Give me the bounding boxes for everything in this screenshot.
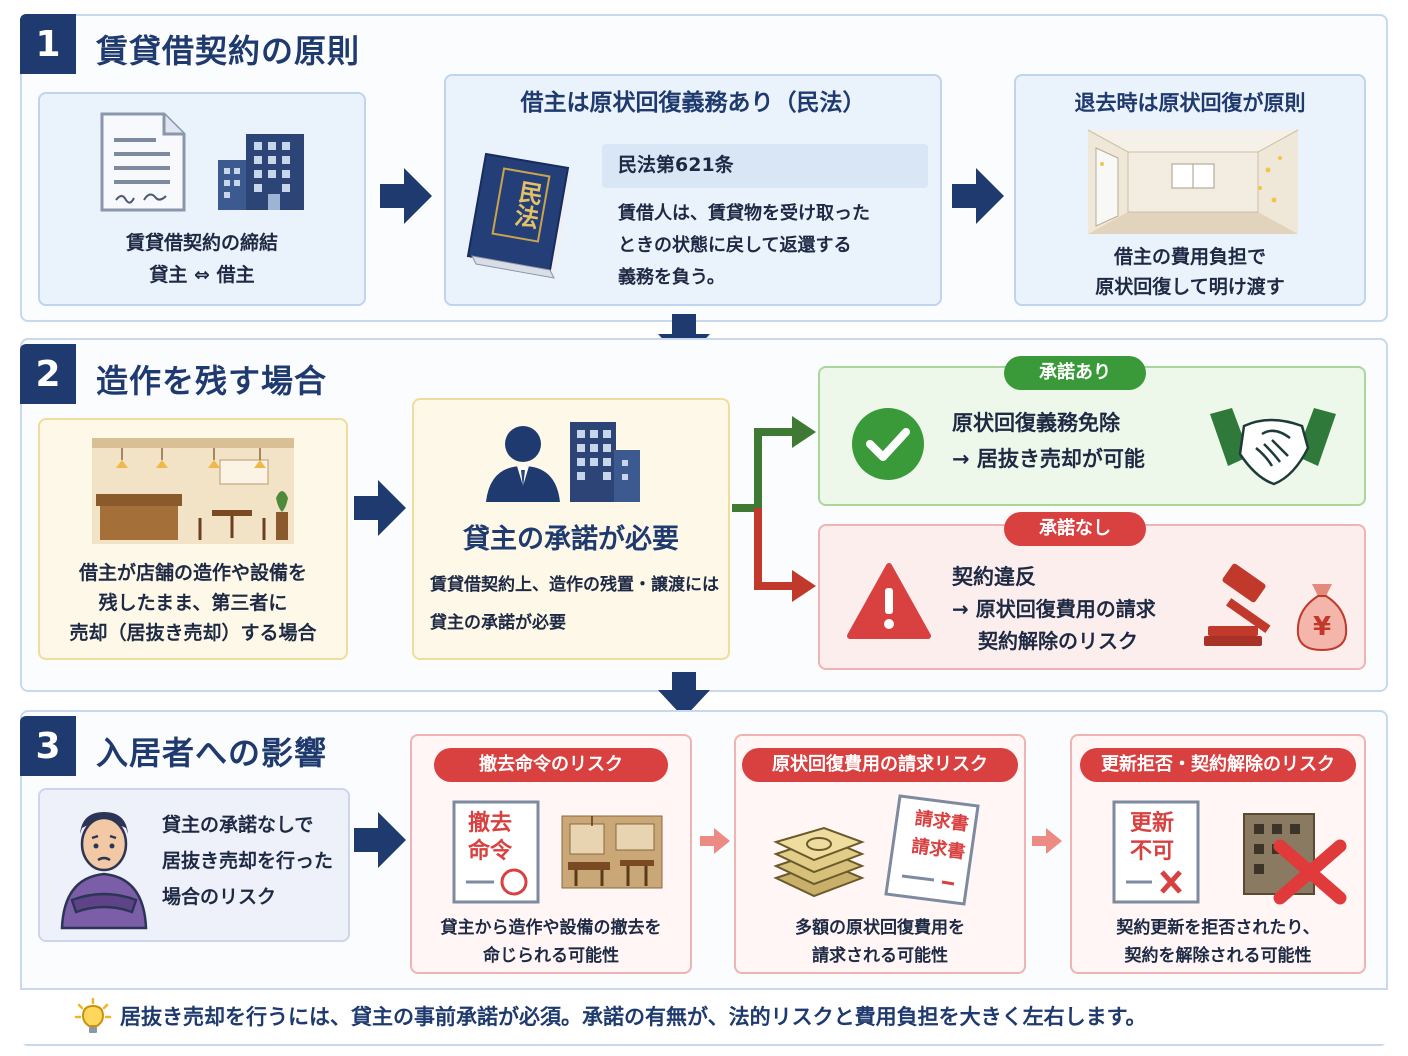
empty-room-icon: [1087, 129, 1299, 234]
section-title: 造作を残す場合: [96, 362, 328, 400]
contract-card: 賃貸借契約の締結 貸主 ⇔ 借主: [38, 92, 366, 306]
fixtures-text-1: 借主が店舗の造作や設備を: [78, 562, 307, 584]
removal-order-document-icon: [452, 800, 540, 904]
risk-text-1: 契約更新を拒否されたり、: [1116, 918, 1320, 938]
section-number: 3: [20, 716, 76, 776]
card-title: 退去時は原状回復が原則: [1074, 91, 1306, 115]
article-box: 民法第621条: [602, 144, 928, 188]
document-icon: [100, 112, 186, 212]
section-number: 1: [20, 14, 76, 74]
consent-text-1: 賃貸借契約上、造作の残置・譲渡には: [430, 575, 719, 595]
tenant-card: 貸主の承諾なしで 居抜き売却を行った 場合のリスク: [38, 788, 350, 942]
arrow-right-icon: [354, 812, 406, 868]
warning-icon: [847, 563, 931, 639]
landlord-person-icon: [486, 426, 560, 502]
cost-claim-risk-badge: 原状回復費用の請求リスク: [742, 748, 1018, 782]
denied-text-2: → 原状回復費用の請求: [952, 597, 1156, 621]
move-out-text-2: 原状回復して明け渡す: [1095, 276, 1285, 298]
approved-text-2: → 居抜き売却が可能: [952, 447, 1145, 471]
section-title: 入居者への影響: [96, 734, 328, 772]
article-text-2: ときの状態に戻して返還する: [618, 235, 852, 256]
section-title: 賃貸借契約の原則: [96, 32, 361, 70]
tenant-text-2: 居抜き売却を行った: [162, 850, 334, 872]
arrow-right-icon: [354, 480, 406, 536]
closed-building-icon: [1243, 813, 1347, 905]
arrow-right-icon: [1032, 828, 1062, 854]
document-text: 請求書 請求書: [901, 804, 979, 868]
office-building-icon: [570, 422, 640, 502]
article-number: 民法第621条: [618, 154, 734, 176]
denied-card: 契約違反 → 原状回復費用の請求 契約解除のリスク ¥: [818, 524, 1366, 670]
renewal-refused-document-icon: [1112, 800, 1200, 904]
risk-text-2: 請求される可能性: [812, 946, 948, 966]
document-text: 撤去 命令: [468, 810, 512, 866]
card-title: 借主は原状回復義務あり（民法）: [520, 90, 866, 116]
section-number: 2: [20, 344, 76, 404]
consent-text-2: 貸主の承諾が必要: [430, 613, 566, 633]
tenant-text-1: 貸主の承諾なしで: [162, 814, 314, 836]
contract-label: 賃貸借契約の締結: [125, 232, 278, 254]
lightbulb-icon: [74, 997, 112, 1033]
branch-arrows: [732, 416, 816, 602]
law-book-icon: [466, 152, 572, 279]
money-stack-icon: [773, 826, 865, 898]
worried-tenant-icon: [60, 812, 148, 930]
arrow-down-icon: [658, 672, 710, 718]
arrow-right-icon: [952, 168, 1004, 224]
move-out-card: 退去時は原状回復が原則 借主の費用負担で 原状回復して明け渡す: [1014, 74, 1366, 306]
yen-symbol: ¥: [1312, 612, 1332, 642]
document-text-line: 命令: [468, 839, 513, 864]
denied-badge: 承諾なし: [1004, 512, 1146, 546]
document-text-line: 不可: [1130, 839, 1175, 864]
gavel-icon: [1204, 563, 1271, 646]
landlord-consent-card: 貸主の承諾が必要 賃貸借契約上、造作の残置・譲渡には 貸主の承諾が必要: [412, 398, 730, 660]
document-text: 更新 不可: [1130, 810, 1174, 866]
footer-bar: 居抜き売却を行うには、貸主の事前承諾が必須。承諾の有無が、法的リスクと費用負担を…: [20, 988, 1388, 1044]
approved-badge: 承諾あり: [1004, 356, 1146, 390]
money-bag-icon: [1296, 584, 1348, 652]
risk-text-1: 多額の原状回復費用を: [795, 918, 965, 938]
renewal-refusal-risk-badge: 更新拒否・契約解除のリスク: [1080, 748, 1356, 782]
fixtures-text-3: 売却（居抜き売却）する場合: [69, 622, 317, 644]
arrow-right-icon: [380, 168, 432, 224]
article-text-3: 義務を負う。: [618, 267, 725, 288]
fixtures-text-2: 残したまま、第三者に: [98, 592, 288, 614]
approved-text-1: 原状回復義務免除: [952, 411, 1120, 435]
tenant-text-3: 場合のリスク: [162, 886, 277, 908]
consent-title: 貸主の承諾が必要: [463, 524, 679, 555]
store-fixtures-card: 借主が店舗の造作や設備を 残したまま、第三者に 売却（居抜き売却）する場合: [38, 418, 348, 660]
move-out-text-1: 借主の費用負担で: [1113, 246, 1266, 268]
book-label-text: 民法: [508, 177, 546, 231]
invoice-document-icon: [884, 794, 980, 906]
civil-code-card: 借主は原状回復義務あり（民法） 民法 民法第621条 賃借人は、賃貸物を受け取っ…: [444, 74, 942, 306]
document-text-line: 撤去: [468, 811, 513, 836]
denied-text-3: 契約解除のリスク: [978, 629, 1138, 653]
cafe-interior-icon: [92, 438, 294, 544]
handshake-icon: [1210, 408, 1336, 486]
removal-risk-badge: 撤去命令のリスク: [434, 748, 668, 782]
denied-text-1: 契約違反: [952, 565, 1036, 589]
article-text-1: 賃借人は、賃貸物を受け取った: [618, 203, 870, 224]
contract-parties: 貸主 ⇔ 借主: [149, 264, 255, 286]
footer-text: 居抜き売却を行うには、貸主の事前承諾が必須。承諾の有無が、法的リスクと費用負担を…: [120, 1005, 1147, 1029]
office-building-icon: [218, 134, 304, 210]
risk-text-2: 契約を解除される可能性: [1124, 946, 1312, 966]
document-text-line: 更新: [1130, 811, 1175, 836]
approved-card: 原状回復義務免除 → 居抜き売却が可能: [818, 366, 1366, 506]
risk-text-2: 命じられる可能性: [483, 946, 619, 966]
arrow-right-icon: [700, 828, 730, 854]
store-interior-icon: [561, 815, 663, 889]
checkmark-icon: [852, 408, 924, 480]
risk-text-1: 貸主から造作や設備の撤去を: [440, 918, 662, 938]
